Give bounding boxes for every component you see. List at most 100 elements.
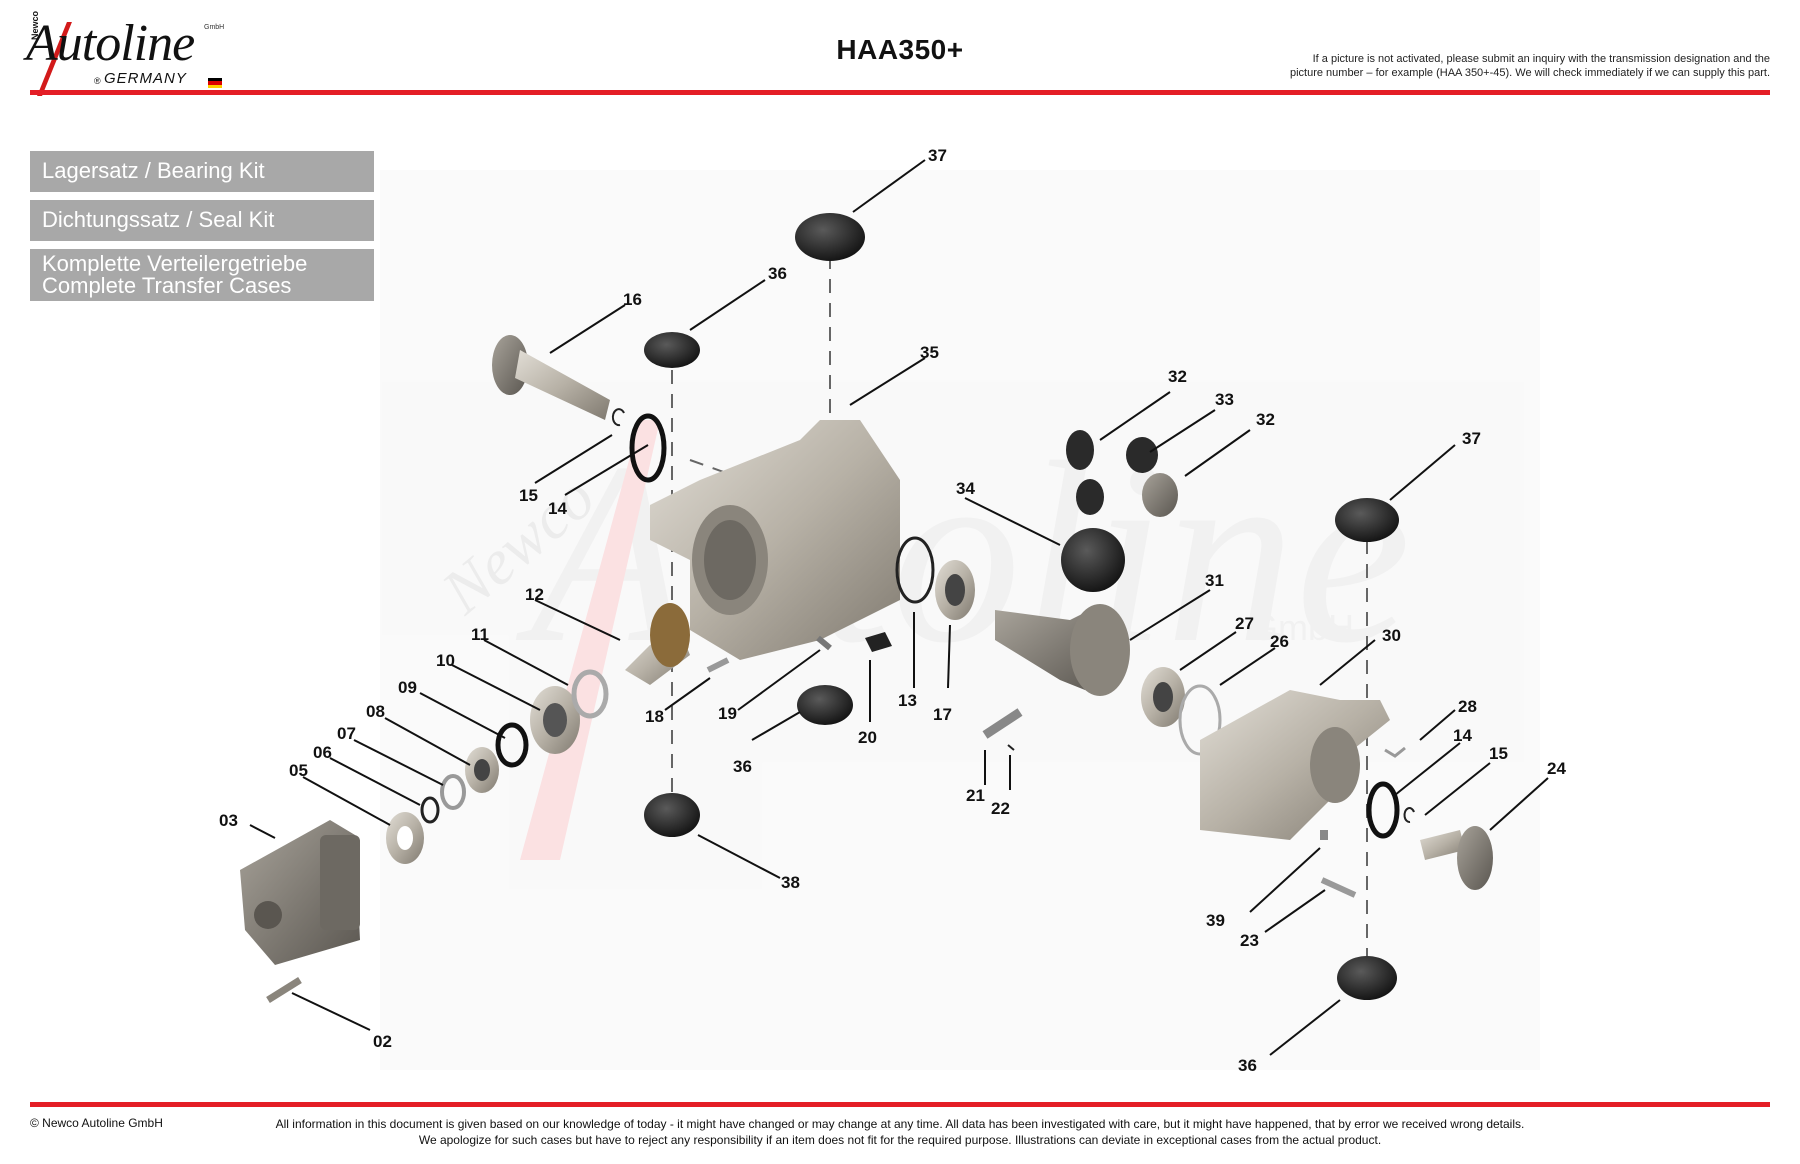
callout-30: 30 [1382, 626, 1401, 645]
callout-21: 21 [966, 786, 985, 805]
callout-11: 11 [471, 625, 489, 644]
callout-20: 20 [858, 728, 877, 747]
background-watermark: Newco Autoline GmbH [380, 170, 1540, 1070]
callout-36-mid: 36 [733, 757, 752, 776]
part-36-cap-top [644, 332, 700, 368]
part-18-bolt [706, 657, 730, 673]
part-05-seal [386, 812, 424, 864]
part-13-oring [895, 536, 935, 604]
callout-22: 22 [991, 799, 1010, 818]
part-06-ring [420, 796, 440, 824]
callout-38: 38 [781, 873, 800, 892]
part-28-clip [1384, 746, 1406, 758]
callout-28: 28 [1458, 697, 1477, 716]
callout-17: 17 [933, 705, 952, 724]
part-37-cap-top [795, 213, 865, 261]
part-39-plug [1320, 830, 1328, 840]
callout-15: 15 [519, 486, 538, 505]
bearing-kit-button[interactable]: Lagersatz / Bearing Kit [30, 151, 374, 192]
part-30-side-housing [1200, 690, 1390, 840]
callout-23: 23 [1240, 931, 1259, 950]
footer-divider [30, 1102, 1770, 1107]
part-37-cap-right [1335, 498, 1399, 542]
german-flag-icon [208, 78, 222, 88]
company-logo: Newco Autoline GmbH ® GERMANY [26, 11, 224, 96]
logo-wordmark: Autoline [26, 15, 195, 72]
bearing-kit-label: Lagersatz / Bearing Kit [42, 158, 265, 183]
callout-13: 13 [898, 691, 917, 710]
part-32-gear [1066, 430, 1094, 470]
part-22-pin [1007, 744, 1015, 751]
part-27-bearing [1141, 667, 1185, 727]
seal-kit-button[interactable]: Dichtungssatz / Seal Kit [30, 200, 374, 241]
part-38-cap [644, 793, 700, 837]
part-20-plate [865, 632, 892, 652]
logo-subtitle: GERMANY [104, 70, 187, 87]
part-33-gear [1126, 437, 1158, 473]
inquiry-notice-line: picture number – for example (HAA 350+-4… [1289, 67, 1770, 79]
copyright-text: © Newco Autoline GmbH [30, 1116, 163, 1130]
part-02-bolt [266, 977, 302, 1003]
part-35-main-housing [650, 420, 900, 660]
header-divider [30, 90, 1770, 95]
callout-16: 16 [623, 290, 642, 309]
callout-32-lower: 32 [1256, 410, 1275, 429]
part-19-pin [816, 635, 832, 651]
callout-12: 12 [525, 585, 544, 604]
part-24-flange [1420, 826, 1493, 890]
callout-labels: 37 36 16 35 32 33 32 37 34 15 14 12 31 2… [219, 146, 1566, 1075]
callout-14-right: 14 [1453, 726, 1472, 745]
callout-09: 09 [398, 678, 417, 697]
part-09-seal [495, 722, 529, 768]
part-36-cap-bottom [1337, 956, 1397, 1000]
inquiry-notice: If a picture is not activated, please su… [1150, 52, 1770, 80]
callout-02: 02 [373, 1032, 392, 1051]
part-03-actuator [240, 820, 360, 965]
disclaimer: All information in this document is give… [200, 1116, 1600, 1148]
registered-mark: ® [94, 76, 101, 86]
callout-36-bottom: 36 [1238, 1056, 1257, 1075]
callout-19: 19 [718, 704, 737, 723]
callout-03: 03 [219, 811, 238, 830]
callout-37-top: 37 [928, 146, 947, 165]
callout-39: 39 [1206, 911, 1225, 930]
callout-34: 34 [956, 479, 975, 498]
callout-14: 14 [548, 499, 567, 518]
disclaimer-line: We apologize for such cases but have to … [418, 1133, 1382, 1147]
logo-suffix: GmbH [204, 24, 225, 31]
callout-18: 18 [645, 707, 664, 726]
callout-05: 05 [289, 761, 308, 780]
part-36-cap-mid [797, 685, 853, 725]
callout-31: 31 [1205, 571, 1224, 590]
part-14-oring-right [1366, 781, 1400, 839]
callout-33: 33 [1215, 390, 1234, 409]
part-32-gear [1076, 479, 1104, 515]
callout-08: 08 [366, 702, 385, 721]
part-21-pin [982, 708, 1023, 739]
part-15-circlip [611, 408, 625, 427]
callout-37-right: 37 [1462, 429, 1481, 448]
callout-36-top: 36 [768, 264, 787, 283]
callout-07: 07 [337, 724, 356, 743]
seal-kit-label: Dichtungssatz / Seal Kit [42, 207, 275, 232]
complete-transfer-case-button[interactable]: Komplette Verteilergetriebe Complete Tra… [30, 249, 374, 301]
part-12-pinion [625, 603, 690, 685]
disclaimer-line: All information in this document is give… [275, 1117, 1525, 1131]
callout-10: 10 [436, 651, 455, 670]
complete-transfer-case-label: Komplette Verteilergetriebe [42, 251, 308, 276]
part-11-ring [571, 669, 609, 719]
callout-15-right: 15 [1489, 744, 1508, 763]
callout-leader-lines [249, 159, 1549, 1056]
watermark-suffix: GmbH [1250, 607, 1354, 648]
part-17-bearing [935, 560, 975, 620]
part-34-cover [1061, 528, 1125, 592]
callout-24: 24 [1547, 759, 1566, 778]
part-31-differential-carrier [995, 604, 1130, 696]
complete-transfer-case-label: Complete Transfer Cases [42, 273, 292, 298]
part-15-circlip-right [1403, 807, 1415, 823]
callout-32-upper: 32 [1168, 367, 1187, 386]
inquiry-notice-line: If a picture is not activated, please su… [1312, 53, 1770, 65]
part-10-bearing [530, 686, 580, 754]
callout-06: 06 [313, 743, 332, 762]
